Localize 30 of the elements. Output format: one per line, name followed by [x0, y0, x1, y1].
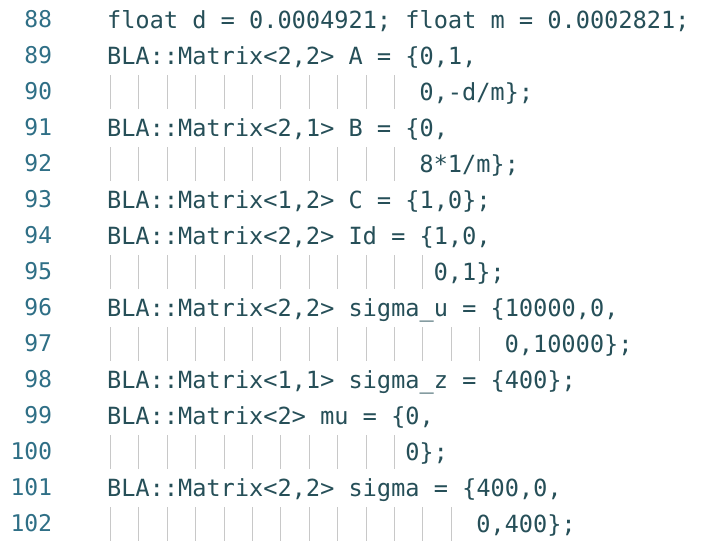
line-number: 93	[23, 186, 52, 214]
line-number: 99	[23, 402, 52, 430]
code-line: 0,1};	[434, 258, 505, 286]
line-number: 91	[23, 114, 52, 142]
code-line: 0};	[405, 438, 448, 466]
code-line: BLA::Matrix<2,1> B = {0,	[107, 114, 448, 142]
code-line: 0,-d/m};	[419, 78, 534, 106]
code-line: BLA::Matrix<2> mu = {0,	[107, 402, 434, 430]
code-line: BLA::Matrix<2,2> Id = {1,0,	[107, 222, 491, 250]
code-line: BLA::Matrix<2,2> sigma = {400,0,	[107, 474, 562, 502]
line-number: 97	[23, 330, 52, 358]
line-number: 88	[23, 6, 52, 34]
line-number: 89	[23, 42, 52, 70]
line-number: 92	[23, 150, 52, 178]
line-number: 95	[23, 258, 52, 286]
line-number: 90	[23, 78, 52, 106]
code-line: BLA::Matrix<1,1> sigma_z = {400};	[107, 366, 576, 394]
code-line: 8*1/m};	[419, 150, 519, 178]
line-number: 94	[23, 222, 52, 250]
code-line: BLA::Matrix<2,2> A = {0,1,	[107, 42, 476, 70]
code-line: BLA::Matrix<2,2> sigma_u = {10000,0,	[107, 294, 618, 322]
code-line: BLA::Matrix<1,2> C = {1,0};	[107, 186, 491, 214]
line-number: 96	[23, 294, 52, 322]
line-number: 98	[23, 366, 52, 394]
line-number: 102	[9, 510, 52, 538]
code-line: 0,10000};	[504, 330, 632, 358]
line-number: 101	[9, 474, 52, 502]
line-number: 100	[9, 438, 52, 466]
code-line: 0,400};	[476, 510, 576, 538]
code-line: float d = 0.0004921; float m = 0.0002821;	[107, 6, 690, 34]
